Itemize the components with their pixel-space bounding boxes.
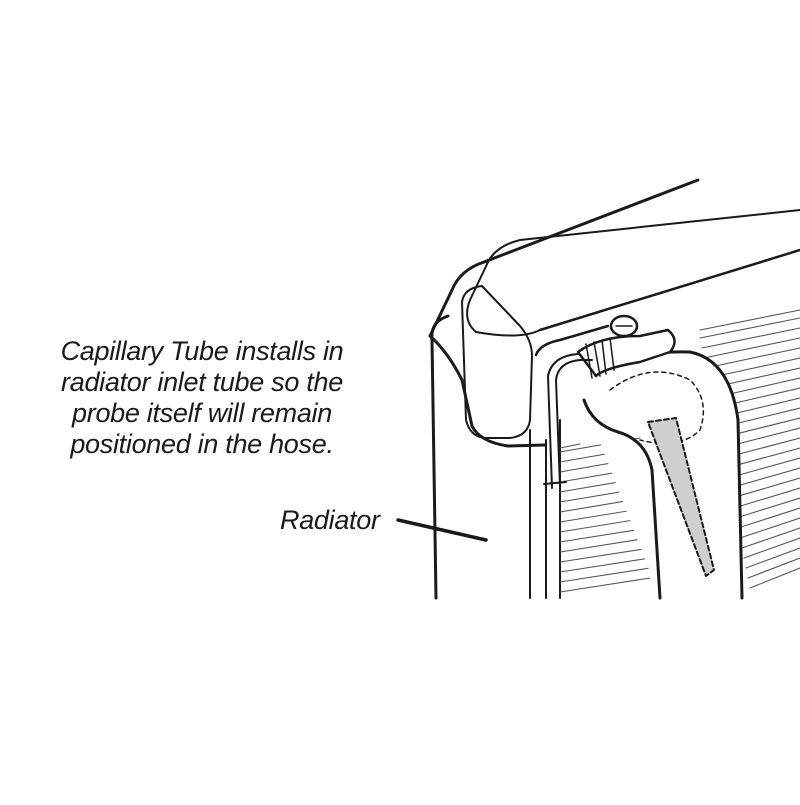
top-tank-ridge [466,209,800,337]
radiator-left-side [430,314,450,600]
radiator-callout-line [396,518,488,542]
radiator-fins [559,309,800,593]
top-tank-face [461,285,533,439]
caption-line-1: Capillary Tube installs in [60,336,344,366]
probe [647,417,715,577]
caption-line-2: radiator inlet tube so the [61,367,343,397]
capillary-tube [547,353,593,489]
caption-line-3: probe itself will remain [72,398,332,428]
radiator-core-frame [529,419,561,599]
capillary-tube-caption: Capillary Tube installs in radiator inle… [22,336,382,460]
radiator-hose [582,350,744,600]
radiator-label: Radiator [280,505,380,535]
radiator-top-tank [428,178,700,448]
hose-clamp [576,314,676,379]
capillary-tube-end [543,481,567,485]
caption-line-4: positioned in the hose. [70,429,334,459]
top-tank-edge [534,248,800,357]
